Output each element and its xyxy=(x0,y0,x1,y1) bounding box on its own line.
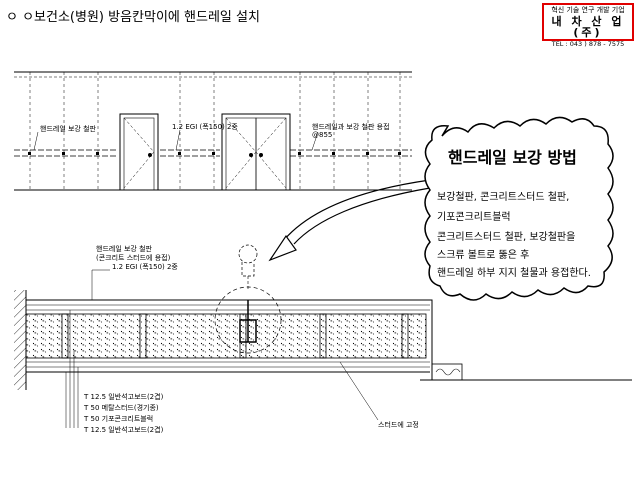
callout-line-1: 보강철판, 콘크리트스터드 철판, xyxy=(437,192,570,203)
section-note-plate: 핸드레일 보강 철판 xyxy=(96,245,152,253)
section-note-egi: 1.2 EGI (폭150) 2중 xyxy=(112,263,178,271)
callout-line-4: 스크류 볼트로 뚫은 후 xyxy=(437,250,530,261)
layer-label-3: T 50 기포콘크리트블럭 xyxy=(84,415,154,423)
elevation-label-left: 핸드레일 보강 철판 xyxy=(40,125,96,133)
logo-tagline: 혁신 기술 연구 개발 기업 xyxy=(551,6,625,14)
layer-label-2: T 50 메탈스터드(경기종) xyxy=(84,404,159,412)
company-logo: 혁신 기술 연구 개발 기업 내 차 산 업 (주) TEL : 043 ) 8… xyxy=(542,3,634,47)
callout-line-3: 콘크리트스터드 철판, 보강철판을 xyxy=(437,232,576,243)
section-view xyxy=(14,179,632,428)
callout-title: 핸드레일 보강 방법 xyxy=(448,148,577,167)
layer-label-1: T 12.5 일반석고보드(2겹) xyxy=(84,393,164,401)
stud-note: 스터드에 고정 xyxy=(378,421,419,429)
elevation-view xyxy=(14,71,412,191)
callout-line-5: 핸드레일 하부 지지 철물과 용접한다. xyxy=(437,268,591,279)
page-title: ㅇ ㅇ보건소(병원) 방음칸막이에 핸드레일 설치 xyxy=(6,10,260,25)
callout-cloud xyxy=(424,116,614,301)
section-note-weld: (콘크리트 스터드에 용접) xyxy=(96,254,171,262)
elevation-label-right: 핸드레일과 보강 철판 용접 xyxy=(312,123,390,131)
logo-tel: TEL : 043 ) 878 - 7575 xyxy=(551,40,625,48)
elevation-label-mid: 1.2 EGI (폭150) 2중 xyxy=(172,123,238,131)
callout-line-2: 기포콘크리트블럭 xyxy=(437,212,511,223)
logo-name: 내 차 산 업 (주) xyxy=(551,15,625,39)
layer-label-4: T 12.5 일반석고보드(2겹) xyxy=(84,426,164,434)
elevation-label-spacing: @855 xyxy=(312,131,333,139)
